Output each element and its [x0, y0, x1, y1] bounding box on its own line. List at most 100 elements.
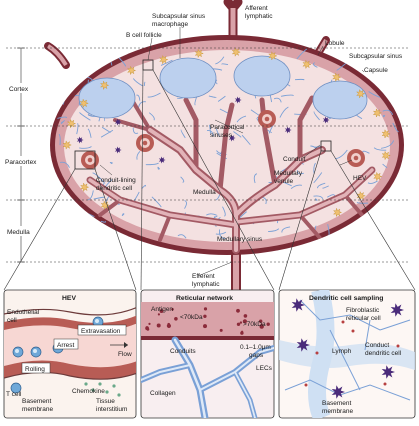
- dc-panel: Dendritic cell sampling Fibroblastic ret…: [279, 290, 415, 418]
- reticular-fiber: [61, 231, 64, 237]
- reticular-fiber: [88, 59, 90, 66]
- reticular-fiber: [371, 77, 377, 81]
- hev-cross-section: [136, 134, 154, 152]
- antigen-particle: [236, 309, 240, 313]
- subcapsular-macrophage-label-line2: macrophage: [152, 21, 189, 28]
- hev-label: HEV: [353, 175, 367, 182]
- lt70-label: <70kDa: [180, 314, 203, 321]
- afferent-lymphatic-label-line2: lymphatic: [245, 13, 273, 20]
- reticular-panel-title: Reticular network: [176, 295, 233, 302]
- t-cell-label: T cell: [6, 391, 22, 398]
- reticular-fiber: [64, 200, 66, 205]
- reticular-fiber: [95, 225, 105, 232]
- lobule-label: Lobule: [325, 40, 345, 47]
- conduit-label: Conduit: [283, 156, 306, 163]
- paracortical-sinuses-label-line2: sinuses: [210, 132, 233, 139]
- tissue-interstitium-label-line2: interstitium: [96, 406, 127, 413]
- chemokine-label: Chemokine: [72, 388, 105, 395]
- t-cell-nucleus: [15, 349, 19, 353]
- collagen-label: Collagen: [150, 390, 176, 397]
- reticular-fiber: [362, 232, 373, 237]
- dc-panel-title: Dendritic cell sampling: [309, 295, 383, 302]
- antigen-particle: [204, 307, 207, 310]
- antigen-particle: [220, 329, 223, 332]
- reticular-fiber: [86, 216, 89, 219]
- conduct-dc-label-line2: dendritic cell: [365, 350, 402, 357]
- efferent-lymphatic-label-line1: Efferent: [192, 273, 215, 280]
- arrest-label: Arrest: [57, 342, 75, 349]
- reticular-fiber: [87, 58, 96, 64]
- medulla-region-label: Medulla: [7, 229, 30, 236]
- reticular-fiber: [144, 82, 145, 86]
- reticular-fiber: [382, 213, 389, 220]
- antigen-particle: [158, 313, 160, 315]
- dc-basement-membrane-label-line2: membrane: [322, 408, 353, 415]
- hev-panel: HEV Endothelial cell Extravasation Arres…: [4, 290, 140, 418]
- reticular-panel: Reticular network Antigen <70kDa >70kDa …: [141, 290, 274, 418]
- antigen-particle: [267, 323, 270, 326]
- endothelial-cell-label-line2: cell: [7, 317, 17, 324]
- reticular-fiber: [391, 61, 400, 70]
- gaps-label-line1: 0.1–1.0μm: [240, 344, 271, 351]
- lymph-label: Lymph: [332, 348, 352, 355]
- antigen-particle: [203, 315, 206, 318]
- frc-label-line2: reticular cell: [346, 315, 381, 322]
- lecs-label: LECs: [256, 365, 273, 372]
- capsule-label: Capsule: [364, 67, 388, 74]
- extravasation-label: Extravasation: [81, 328, 121, 335]
- conduits-label: Conduits: [170, 348, 196, 355]
- reticular-fiber: [382, 77, 392, 88]
- conduct-dc-label-line1: Conduct: [365, 342, 389, 349]
- antigen-particle: [147, 328, 150, 331]
- subcapsular-sinus-label: Subcapsular sinus: [349, 53, 403, 60]
- lymph-node: [50, 35, 404, 255]
- cortex-label: Cortex: [9, 86, 29, 93]
- basement-membrane-label-line2: membrane: [22, 406, 53, 413]
- antigen-particle: [240, 321, 242, 323]
- reticular-fiber: [61, 195, 63, 201]
- reticular-fiber: [96, 61, 104, 67]
- antigen-particle: [203, 324, 207, 328]
- basement-membrane-label-line1: Basement: [22, 398, 51, 405]
- antigen-label: Antigen: [151, 306, 173, 313]
- antigen-particle: [237, 323, 240, 326]
- endothelial-cell-label-line1: Endothelial: [7, 309, 40, 316]
- reticular-fiber: [343, 230, 346, 232]
- hev-cross-section: [347, 149, 365, 167]
- hev-cross-section: [258, 110, 276, 128]
- reticular-fiber: [359, 230, 362, 240]
- flow-label: Flow: [118, 351, 132, 358]
- reticular-fiber: [60, 89, 66, 100]
- rolling-label: Rolling: [25, 366, 45, 373]
- medullary-venule-label-line2: venule: [274, 178, 294, 185]
- paracortical-sinuses-label-line1: Paracortical: [210, 124, 245, 131]
- antigen-particle: [157, 324, 161, 328]
- b-cell-follicle-label: B cell follicle: [126, 32, 162, 39]
- efferent-lymphatic-label-line2: lymphatic: [192, 281, 220, 288]
- medullary-sinus-label: Medullary sinus: [217, 236, 263, 243]
- antigen-particle: [167, 323, 170, 326]
- t-cell-nucleus: [95, 319, 99, 323]
- gaps-label-line2: gaps: [249, 352, 264, 359]
- dc-basement-membrane-label-line1: Basement: [322, 400, 351, 407]
- tissue-interstitium-label-line1: Tissue: [96, 398, 115, 405]
- antigen-particle: [244, 314, 248, 318]
- medulla-center-label: Medulla: [193, 189, 216, 196]
- reticular-fiber: [80, 63, 88, 67]
- gt70-label: >70kDa: [243, 321, 266, 328]
- subcapsular-macrophage-label-line1: Subcapsular sinus: [152, 13, 206, 20]
- conduit-lining-dc-label-line1: Conduit-lining: [96, 177, 136, 184]
- antigen-particle: [174, 317, 178, 321]
- frc-label-line1: Fibroblastic: [346, 307, 380, 314]
- antigen-particle: [148, 323, 150, 325]
- hev-cross-section: [81, 151, 99, 169]
- reticular-fiber: [80, 226, 87, 234]
- antigen-particle: [241, 331, 243, 333]
- t-cell-nucleus: [33, 349, 37, 353]
- paracortex-label: Paracortex: [5, 159, 37, 166]
- medullary-venule-label-line1: Medullary: [274, 170, 303, 177]
- afferent-lymphatic-label-line1: Afferent: [245, 5, 268, 12]
- hev-panel-title: HEV: [62, 295, 76, 302]
